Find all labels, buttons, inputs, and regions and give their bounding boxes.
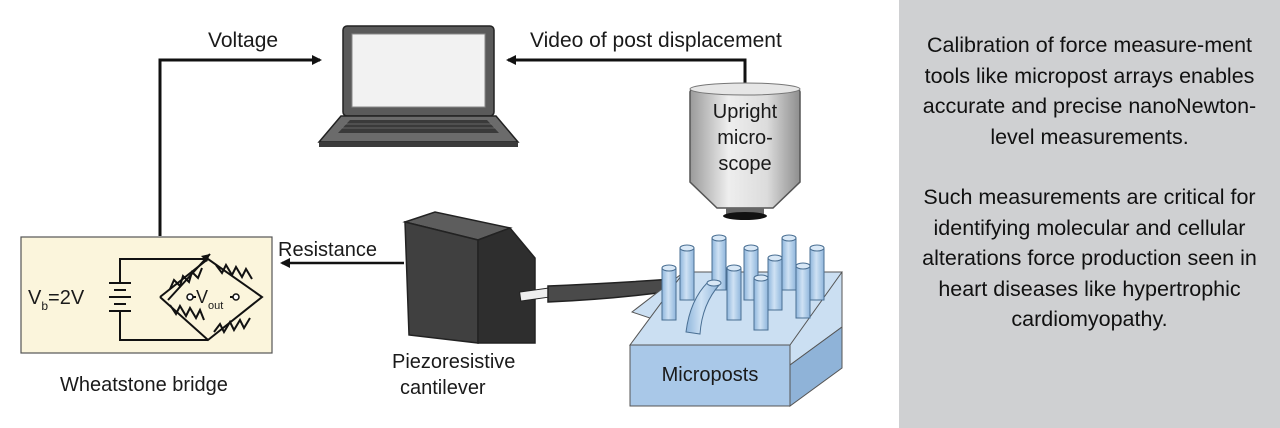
- voltage-arrow: [158, 55, 322, 236]
- video-arrow: [506, 55, 747, 86]
- post: [661, 264, 677, 321]
- video-label: Video of post displacement: [530, 29, 782, 52]
- microscope-label-1: Upright: [713, 101, 778, 123]
- wheatstone-label: Wheatstone bridge: [60, 374, 228, 396]
- post: [711, 234, 727, 291]
- vout-label: Vout: [196, 287, 223, 312]
- post: [795, 262, 811, 319]
- info-paragraph-calibration: Calibration of force measure-ment tools …: [922, 33, 1257, 149]
- cantilever-label-1: Piezoresistive: [392, 351, 515, 373]
- setup-diagram: Voltage Video of post displacement Resis…: [20, 25, 843, 407]
- post: [809, 244, 825, 301]
- resistor-icon: [167, 253, 253, 335]
- post: [679, 244, 695, 301]
- microscope-label-2: micro-: [717, 127, 773, 149]
- post: [781, 234, 797, 291]
- post: [726, 264, 742, 321]
- voltage-label: Voltage: [208, 29, 278, 52]
- cantilever-label-2: cantilever: [400, 377, 486, 399]
- info-paragraph-significance: Such measurements are critical for ident…: [922, 185, 1257, 331]
- info-panel: Calibration of force measure-ment tools …: [899, 0, 1280, 428]
- wheatstone-bridge: Vb=2V: [20, 236, 273, 354]
- microscope-icon: Upright micro- scope: [689, 82, 801, 220]
- micropost-array: Microposts: [629, 234, 843, 407]
- microscope-label-3: scope: [718, 153, 771, 175]
- vb-label: Vb=2V: [28, 287, 85, 313]
- post: [767, 254, 783, 311]
- resistance-label: Resistance: [278, 239, 377, 261]
- deflected-post: [685, 279, 722, 335]
- microposts-label: Microposts: [662, 364, 759, 386]
- laptop-icon: [317, 25, 520, 147]
- post: [753, 274, 769, 331]
- battery-icon: [109, 272, 131, 322]
